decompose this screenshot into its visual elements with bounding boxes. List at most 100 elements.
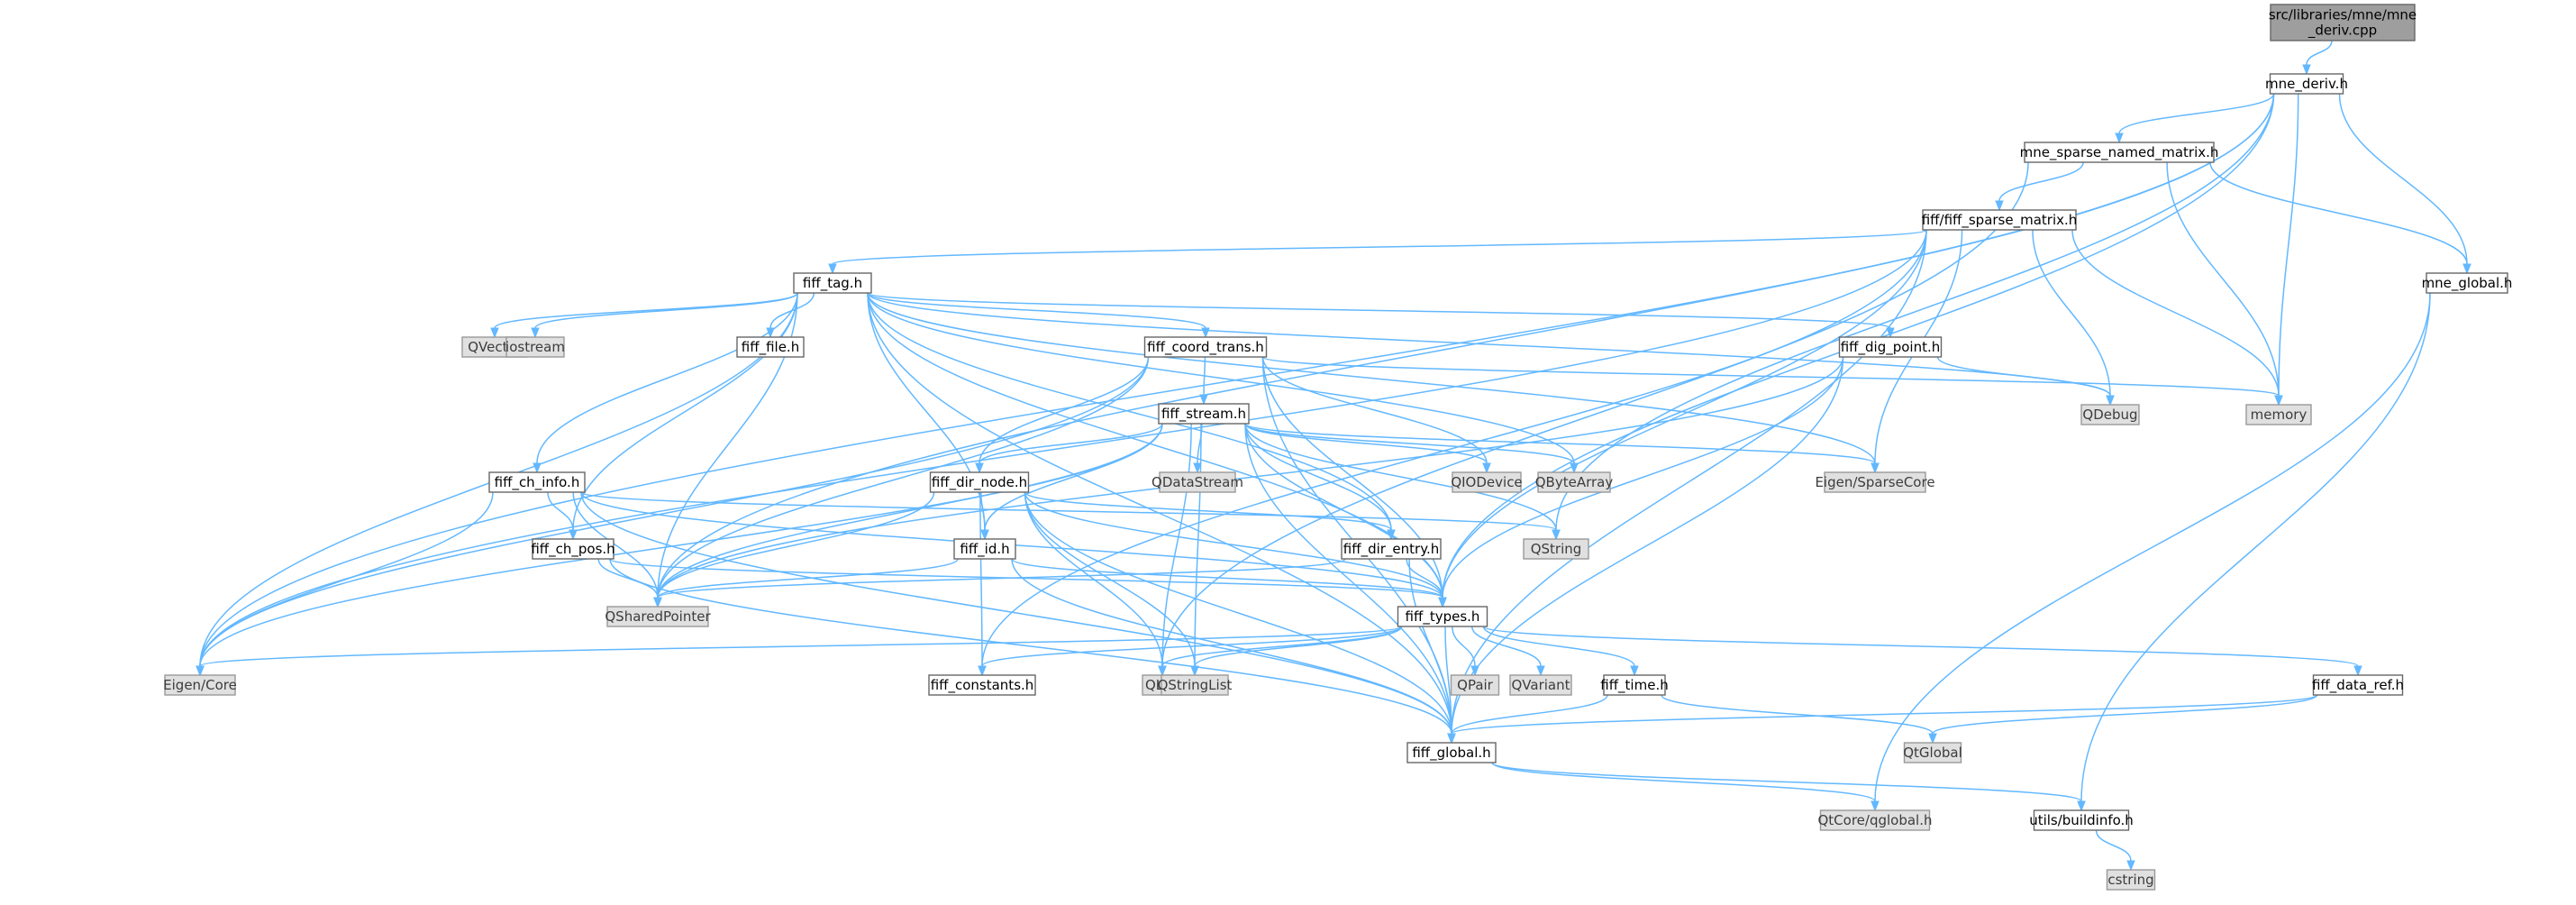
edge-fiff_stream-to-qbytearray (1244, 423, 1579, 474)
node-label: src/libraries/mne/mne (2269, 7, 2417, 23)
edge-fiff_dig-to-qdebug (1936, 356, 2115, 407)
node-fiff_sparse[interactable]: fiff/fiff_sparse_matrix.h (1922, 209, 2078, 231)
edge-mne_sparse-to-fiff_sparse (1995, 161, 2084, 212)
node-label: QStringList (1158, 677, 1233, 693)
node-qdatastream[interactable]: QDataStream (1151, 471, 1243, 493)
node-fiff_file[interactable]: fiff_file.h (736, 336, 805, 358)
node-qstringlist[interactable]: QStringList (1158, 674, 1233, 696)
edge-mne_deriv-to-memory (2274, 93, 2299, 407)
node-fiff_dir_node[interactable]: fiff_dir_node.h (929, 471, 1030, 493)
edge-fiff_tag-to-fiff_ch_info (532, 292, 798, 474)
edge-mne_deriv-to-qshared (653, 93, 2275, 608)
node-label: fiff_types.h (1406, 608, 1480, 626)
node-eigen_core[interactable]: Eigen/Core (163, 674, 237, 696)
node-eigen_sparse[interactable]: Eigen/SparseCore (1815, 471, 1935, 493)
node-label: fiff_data_ref.h (2312, 677, 2404, 694)
node-label: Eigen/Core (163, 677, 237, 693)
edge-fiff_stream-to-qiodevice (1244, 423, 1491, 474)
node-iostream[interactable]: iostream (505, 336, 565, 358)
node-qpair[interactable]: QPair (1450, 674, 1500, 696)
node-fiff_stream[interactable]: fiff_stream.h (1158, 403, 1250, 425)
edge-fiff_global-to-qtcore_qglobal (1491, 762, 1880, 812)
edge-fiff_ch_info-to-fiff_ch_pos (547, 491, 578, 541)
edge-fiff_tag-to-eigen_sparse (867, 292, 1880, 474)
edge-fiff_types-to-fiff_constants (978, 626, 1403, 677)
edge-mne_sparse-to-qlist (1158, 161, 2029, 677)
node-fiff_coord[interactable]: fiff_coord_trans.h (1143, 336, 1268, 358)
node-qtcore_qglobal[interactable]: QtCore/qglobal.h (1817, 809, 1933, 831)
node-label: fiff_tag.h (803, 275, 862, 292)
node-memory[interactable]: memory (2245, 404, 2312, 425)
node-utils_buildinfo[interactable]: utils/buildinfo.h (2029, 809, 2134, 831)
edge-mne_deriv-to-mne_sparse (2115, 93, 2275, 144)
edge-fiff_sparse-to-fiff_tag (828, 229, 1927, 275)
node-mne_sparse[interactable]: mne_sparse_named_matrix.h (2020, 142, 2219, 163)
node-label: fiff_ch_info.h (495, 474, 580, 491)
node-fiff_tag[interactable]: fiff_tag.h (793, 272, 872, 294)
node-qvariant[interactable]: QVariant (1509, 674, 1572, 696)
edge-fiff_sparse-to-memory (2071, 229, 2283, 407)
edge-fiff_tag-to-fiff_dig (867, 292, 1895, 339)
node-mne_deriv[interactable]: mne_deriv.h (2265, 73, 2348, 95)
node-qbytearray[interactable]: QByteArray (1535, 471, 1614, 493)
node-label: mne_deriv.h (2265, 76, 2348, 93)
node-label: QSharedPointer (605, 608, 711, 625)
node-label: QByteArray (1535, 474, 1614, 490)
edge-fiff_global-to-utils_buildinfo (1491, 762, 2086, 812)
node-fiff_time[interactable]: fiff_time.h (1600, 674, 1669, 696)
node-root[interactable]: src/libraries/mne/mne_deriv.cpp (2269, 4, 2417, 41)
node-label: QString (1531, 541, 1582, 557)
node-fiff_ch_pos[interactable]: fiff_ch_pos.h (531, 538, 615, 560)
node-label: QDataStream (1151, 474, 1243, 490)
edge-fiff_types-to-fiff_data_ref (1482, 626, 2362, 677)
node-label: fiff_constants.h (931, 677, 1034, 694)
node-qiodevice[interactable]: QIODevice (1451, 471, 1523, 493)
node-label: QtGlobal (1903, 745, 1962, 761)
node-label: fiff_coord_trans.h (1147, 339, 1264, 356)
edge-fiff_stream-to-qdatastream (1193, 423, 1203, 474)
edge-fiff_types-to-qpair (1452, 626, 1479, 677)
node-fiff_dig[interactable]: fiff_dig_point.h (1838, 336, 1943, 358)
edge-fiff_ch_info-to-qstring (580, 491, 1561, 541)
node-fiff_global[interactable]: fiff_global.h (1406, 742, 1497, 763)
node-label: memory (2251, 407, 2307, 423)
edge-fiff_tag-to-fiff_file (766, 292, 815, 339)
node-label: QVariant (1511, 677, 1570, 693)
node-label: _deriv.cpp (2307, 23, 2377, 40)
node-label: fiff_dig_point.h (1841, 339, 1941, 356)
node-fiff_constants[interactable]: fiff_constants.h (928, 674, 1036, 696)
edge-fiff_types-to-qvariant (1470, 626, 1545, 677)
edge-utils_buildinfo-to-cstring (2095, 829, 2135, 872)
node-label: fiff_stream.h (1161, 406, 1246, 423)
node-label: QPair (1457, 677, 1494, 693)
node-label: cstring (2107, 872, 2153, 888)
node-qshared[interactable]: QSharedPointer (605, 606, 711, 627)
node-label: fiff_dir_node.h (932, 474, 1027, 491)
edge-fiff_coord-to-fiff_dir_node (975, 356, 1150, 474)
node-label: QtCore/qglobal.h (1817, 812, 1932, 828)
edge-fiff_stream-to-eigen_sparse (1244, 423, 1880, 474)
node-label: fiff_file.h (742, 339, 799, 356)
node-qstring[interactable]: QString (1523, 538, 1589, 560)
edge-mne_global-to-utils_buildinfo (2077, 292, 2431, 812)
node-label: fiff_dir_entry.h (1343, 541, 1439, 558)
node-cstring[interactable]: cstring (2106, 869, 2156, 891)
node-fiff_ch_info[interactable]: fiff_ch_info.h (488, 471, 586, 493)
node-mne_global[interactable]: mne_global.h (2422, 272, 2513, 294)
edge-fiff_data_ref-to-qtglobal (1928, 694, 2318, 745)
node-qdebug[interactable]: QDebug (2080, 404, 2140, 425)
node-label: fiff_global.h (1412, 745, 1490, 762)
node-fiff_dir_entry[interactable]: fiff_dir_entry.h (1341, 538, 1442, 560)
node-qtglobal[interactable]: QtGlobal (1903, 742, 1962, 763)
node-label: fiff_id.h (960, 541, 1009, 558)
node-label: iostream (505, 339, 565, 355)
edge-fiff_coord-to-fiff_stream (1199, 356, 1208, 406)
edge-mne_sparse-to-mne_global (2209, 161, 2471, 275)
node-fiff_data_ref[interactable]: fiff_data_ref.h (2312, 674, 2404, 696)
node-fiff_id[interactable]: fiff_id.h (953, 538, 1016, 560)
edges-layer (196, 40, 2471, 872)
node-fiff_types[interactable]: fiff_types.h (1397, 606, 1488, 627)
edge-fiff_dir_node-to-fiff_dir_entry (1024, 491, 1396, 541)
node-label: fiff_time.h (1600, 677, 1668, 694)
